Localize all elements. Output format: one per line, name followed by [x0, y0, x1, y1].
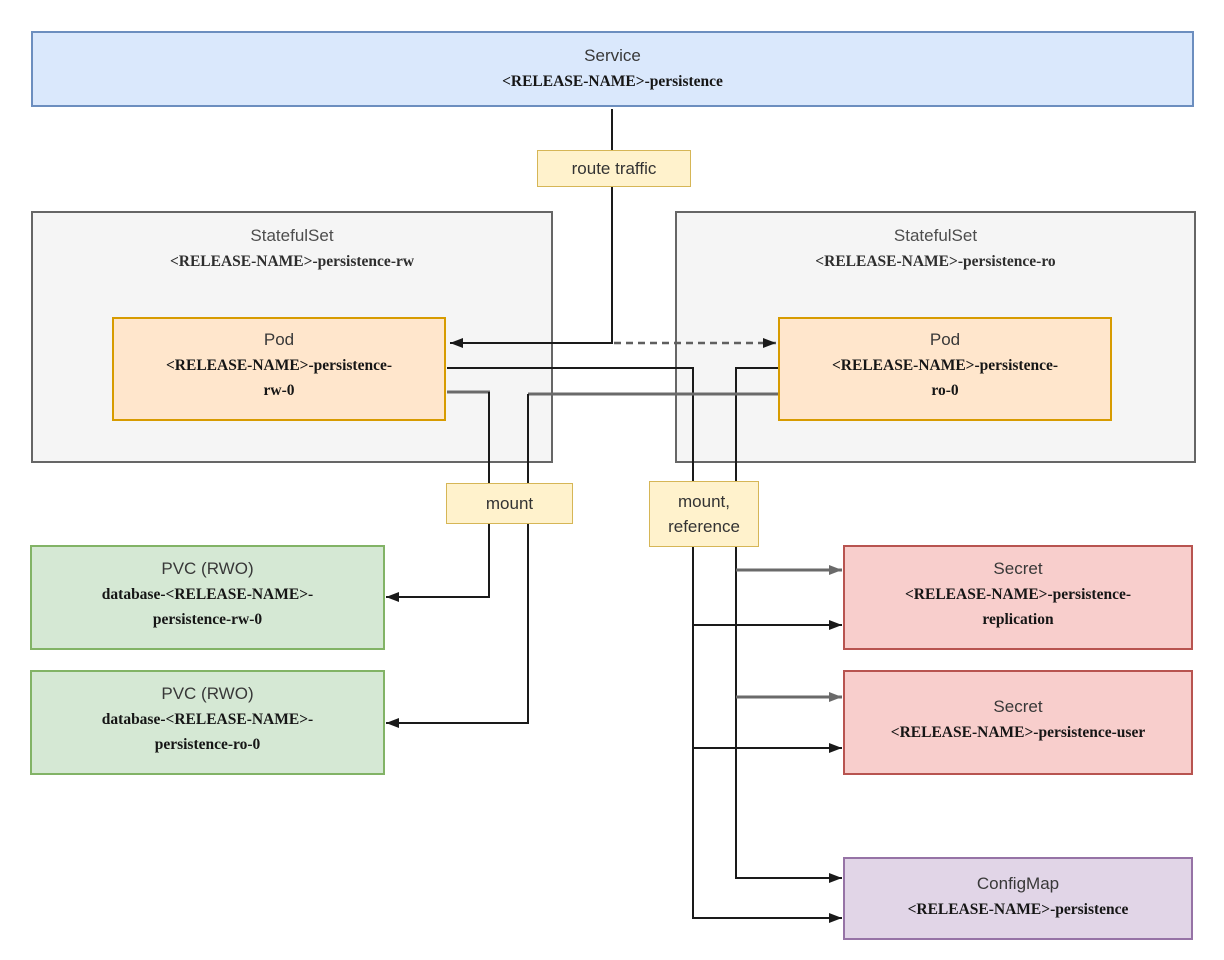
- node-configmap: ConfigMap <RELEASE-NAME>-persistence: [843, 857, 1193, 940]
- node-service: Service <RELEASE-NAME>-persistence: [31, 31, 1194, 107]
- pvc-ro-name-line1: database-<RELEASE-NAME>-: [101, 711, 314, 728]
- mount-reference-line1: mount,: [678, 492, 730, 511]
- route-traffic-text: route traffic: [571, 159, 657, 178]
- node-secret-replication: Secret <RELEASE-NAME>-persistence- repli…: [843, 545, 1193, 650]
- pvc-rw-kind-label: PVC (RWO): [161, 559, 254, 578]
- node-pod-ro: Pod <RELEASE-NAME>-persistence- ro-0: [778, 317, 1112, 421]
- pod-ro-name-line1: <RELEASE-NAME>-persistence-: [831, 357, 1059, 374]
- secret-replication-name-line1: <RELEASE-NAME>-persistence-: [904, 586, 1132, 603]
- node-pvc-ro: PVC (RWO) database-<RELEASE-NAME>- persi…: [30, 670, 385, 775]
- edge-label-mount-reference: mount, reference: [649, 481, 759, 547]
- secret-replication-kind-label: Secret: [993, 559, 1043, 578]
- node-secret-user: Secret <RELEASE-NAME>-persistence-user: [843, 670, 1193, 775]
- pvc-ro-kind-label: PVC (RWO): [161, 684, 254, 703]
- mount-text: mount: [485, 494, 534, 513]
- configmap-kind-label: ConfigMap: [976, 874, 1060, 893]
- pvc-rw-name-line1: database-<RELEASE-NAME>-: [101, 586, 314, 603]
- mount-reference-line2: reference: [668, 517, 740, 536]
- secret-user-name-label: <RELEASE-NAME>-persistence-user: [890, 724, 1146, 741]
- statefulset-rw-kind-label: StatefulSet: [250, 226, 334, 245]
- pod-rw-name-line2: rw-0: [263, 382, 295, 399]
- node-pvc-rw: PVC (RWO) database-<RELEASE-NAME>- persi…: [30, 545, 385, 650]
- pod-ro-name-line2: ro-0: [931, 382, 959, 399]
- statefulset-ro-name-label: <RELEASE-NAME>-persistence-ro: [815, 253, 1056, 270]
- statefulset-ro-kind-label: StatefulSet: [893, 226, 978, 245]
- pod-ro-kind-label: Pod: [929, 330, 961, 349]
- pvc-ro-name-line2: persistence-ro-0: [154, 736, 261, 753]
- statefulset-rw-name-label: <RELEASE-NAME>-persistence-rw: [169, 253, 415, 270]
- secret-replication-name-line2: replication: [982, 611, 1054, 628]
- service-kind-label: Service: [584, 46, 641, 65]
- pod-rw-kind-label: Pod: [263, 330, 295, 349]
- edge-label-route-traffic: route traffic: [537, 150, 691, 187]
- edge-label-mount: mount: [446, 483, 573, 524]
- secret-user-kind-label: Secret: [993, 697, 1043, 716]
- node-pod-rw: Pod <RELEASE-NAME>-persistence- rw-0: [112, 317, 446, 421]
- pod-rw-name-line1: <RELEASE-NAME>-persistence-: [165, 357, 393, 374]
- service-name-label: <RELEASE-NAME>-persistence: [502, 73, 723, 90]
- configmap-name-label: <RELEASE-NAME>-persistence: [907, 901, 1129, 918]
- pvc-rw-name-line2: persistence-rw-0: [152, 611, 263, 628]
